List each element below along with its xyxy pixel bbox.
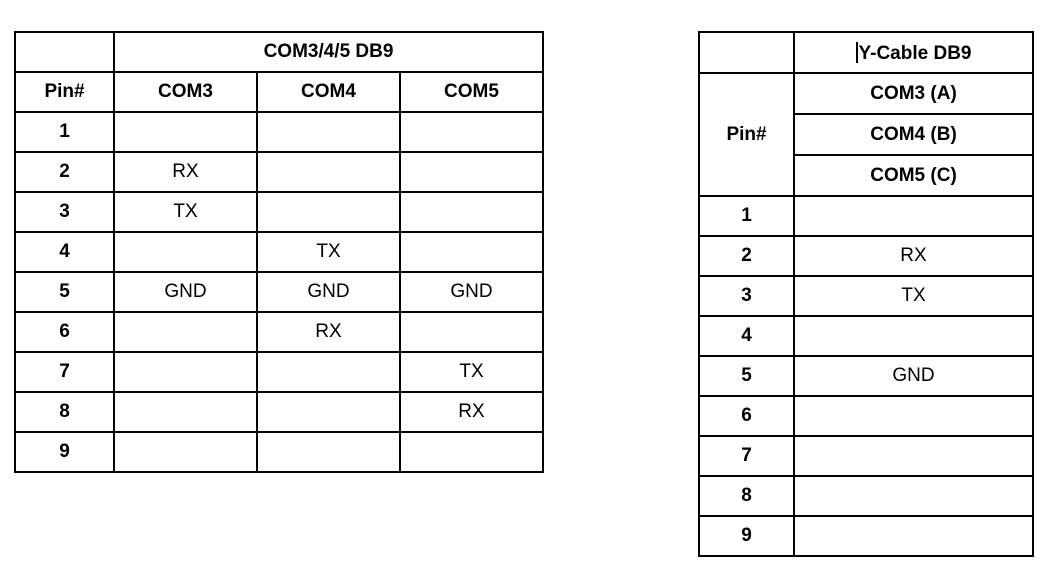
table-row: 5 GND [698, 355, 1034, 397]
left-cell-com5[interactable] [398, 431, 545, 473]
right-pin-number[interactable]: 9 [698, 515, 795, 557]
left-pin-number[interactable]: 4 [14, 231, 115, 273]
left-pin-number[interactable]: 5 [14, 271, 115, 313]
left-col-header-com3[interactable]: COM3 [113, 71, 258, 113]
table-row: 7 TX [14, 351, 545, 393]
left-cell-com3[interactable] [113, 391, 258, 433]
table-row: 2 RX [14, 151, 545, 193]
text-caret-icon [855, 41, 858, 63]
left-pin-number[interactable]: 9 [14, 431, 115, 473]
left-cell-com4[interactable]: GND [256, 271, 401, 313]
left-pin-number[interactable]: 1 [14, 111, 115, 153]
left-cell-com3[interactable]: TX [113, 191, 258, 233]
left-cell-com3[interactable]: GND [113, 271, 258, 313]
left-cell-com3[interactable] [113, 431, 258, 473]
right-cell-signal[interactable]: RX [793, 235, 1034, 277]
right-pin-number[interactable]: 7 [698, 435, 795, 477]
table-row: 5 GND GND GND [14, 271, 545, 313]
left-cell-com4[interactable]: TX [256, 231, 401, 273]
left-cell-com4[interactable] [256, 431, 401, 473]
table-row: 9 [698, 515, 1034, 557]
right-signal-header-com3[interactable]: COM3 (A) [793, 72, 1034, 115]
right-cell-signal[interactable] [793, 195, 1034, 237]
right-pin-number[interactable]: 1 [698, 195, 795, 237]
left-cell-com4[interactable] [256, 351, 401, 393]
table-row: 8 RX [14, 391, 545, 433]
table-row: 7 [698, 435, 1034, 477]
left-col-header-pin[interactable]: Pin# [14, 71, 115, 113]
left-cell-com5[interactable] [398, 111, 545, 153]
left-cell-com5[interactable] [398, 191, 545, 233]
com345-db9-table: COM3/4/5 DB9 Pin# COM3 COM4 COM5 1 2 RX [14, 31, 545, 473]
right-cell-signal[interactable] [793, 515, 1034, 557]
left-cell-com4[interactable]: RX [256, 311, 401, 353]
right-pin-number[interactable]: 5 [698, 355, 795, 397]
table-row-title: Y-Cable DB9 [698, 31, 1034, 74]
left-cell-com3[interactable] [113, 231, 258, 273]
left-cell-com3[interactable] [113, 351, 258, 393]
table-row: 2 RX [698, 235, 1034, 277]
right-cell-signal[interactable]: GND [793, 355, 1034, 397]
table-row: 3 TX [14, 191, 545, 233]
left-col-header-com4[interactable]: COM4 [256, 71, 401, 113]
right-signal-header-com4[interactable]: COM4 (B) [793, 113, 1034, 156]
table-row: 9 [14, 431, 545, 473]
table-row-header: COM4 (B) [699, 113, 1034, 156]
left-pin-number[interactable]: 3 [14, 191, 115, 233]
table-row: 4 [698, 315, 1034, 357]
left-cell-com3[interactable] [113, 311, 258, 353]
right-cell-signal[interactable]: TX [793, 275, 1034, 317]
left-pin-number[interactable]: 7 [14, 351, 115, 393]
right-cell-signal[interactable] [793, 435, 1034, 477]
left-cell-com3[interactable] [113, 111, 258, 153]
table-row: 1 [14, 111, 545, 153]
table-row-header: Pin# COM3 (A) [698, 72, 1034, 197]
table-row: 8 [698, 475, 1034, 517]
table-row-header: COM5 (C) [699, 154, 1034, 197]
right-signal-header-com5[interactable]: COM5 (C) [793, 154, 1034, 197]
left-pin-number[interactable]: 6 [14, 311, 115, 353]
table-row-title: COM3/4/5 DB9 [14, 31, 545, 73]
left-cell-com4[interactable] [256, 111, 401, 153]
right-corner-cell[interactable] [698, 31, 795, 74]
right-table-title-text: Y-Cable DB9 [858, 42, 972, 64]
table-row: 6 [698, 395, 1034, 437]
left-table-title[interactable]: COM3/4/5 DB9 [112, 31, 545, 73]
right-pin-number[interactable]: 8 [698, 475, 795, 517]
right-pin-number[interactable]: 6 [698, 395, 795, 437]
left-cell-com4[interactable] [256, 151, 401, 193]
right-cell-signal[interactable] [793, 475, 1034, 517]
left-cell-com4[interactable] [256, 391, 401, 433]
table-row: 4 TX [14, 231, 545, 273]
left-cell-com5[interactable] [398, 311, 545, 353]
right-cell-signal[interactable] [793, 315, 1034, 357]
left-cell-com5[interactable]: RX [398, 391, 545, 433]
right-col-header-pin[interactable]: Pin# [698, 72, 795, 197]
right-table-title[interactable]: Y-Cable DB9 [793, 31, 1034, 74]
left-cell-com5[interactable] [398, 231, 545, 273]
right-pin-number[interactable]: 2 [698, 235, 795, 277]
table-row: 3 TX [698, 275, 1034, 317]
left-corner-cell[interactable] [14, 31, 115, 73]
table-row-header: Pin# COM3 COM4 COM5 [14, 71, 545, 113]
table-row: 6 RX [14, 311, 545, 353]
left-col-header-com5[interactable]: COM5 [398, 71, 545, 113]
left-cell-com5[interactable]: GND [398, 271, 545, 313]
left-cell-com4[interactable] [256, 191, 401, 233]
right-cell-signal[interactable] [793, 395, 1034, 437]
left-cell-com5[interactable] [398, 151, 545, 193]
left-pin-number[interactable]: 8 [14, 391, 115, 433]
right-pin-number[interactable]: 3 [698, 275, 795, 317]
table-row: 1 [698, 195, 1034, 237]
right-pin-number[interactable]: 4 [698, 315, 795, 357]
ycable-db9-table: Y-Cable DB9 Pin# COM3 (A) COM4 (B) COM5 … [698, 31, 1034, 557]
left-pin-number[interactable]: 2 [14, 151, 115, 193]
left-cell-com5[interactable]: TX [398, 351, 545, 393]
left-cell-com3[interactable]: RX [113, 151, 258, 193]
